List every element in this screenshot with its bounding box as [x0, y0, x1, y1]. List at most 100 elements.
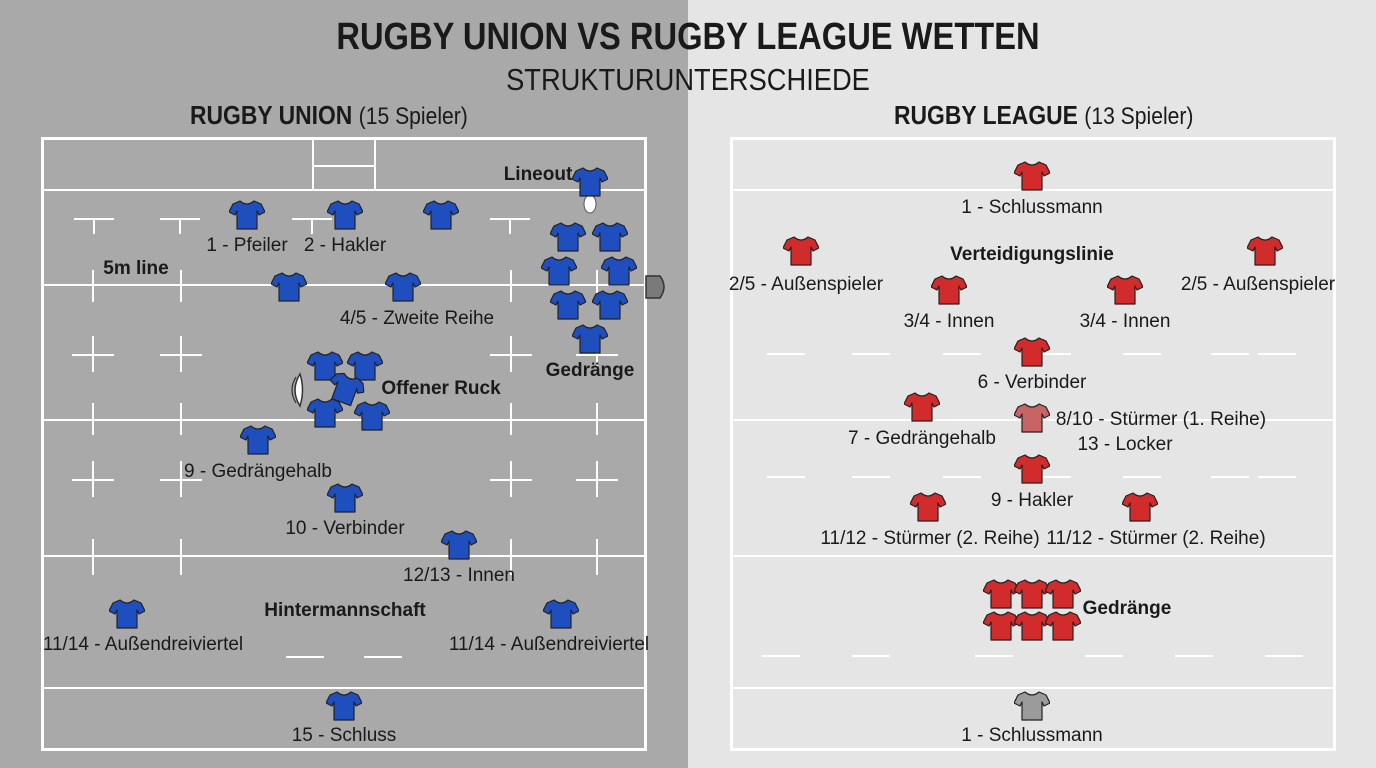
union-label-gedraengehalb: 9 - Gedrängehalb: [184, 461, 332, 482]
union-heading-name: RUGBY UNION: [190, 100, 353, 130]
union-jersey-icon: [423, 199, 459, 231]
league-field-dash: [1033, 476, 1071, 478]
league-heading-name: RUGBY LEAGUE: [894, 100, 1078, 130]
league-label-innen-left: 3/4 - Innen: [903, 311, 995, 332]
union-field-tick: [180, 461, 182, 497]
union-label-schluss: 15 - Schluss: [291, 725, 397, 746]
union-jersey-icon: [109, 598, 145, 630]
union-field-tick: [180, 539, 182, 575]
league-field: [730, 137, 1336, 751]
league-label-stuermer-1: 8/10 - Stürmer (1. Reihe): [1055, 409, 1267, 430]
union-goal-post-right: [374, 138, 376, 190]
league-field-dash: [852, 353, 890, 355]
union-field-dash: [364, 656, 402, 658]
league-label-stuermer-2-left: 11/12 - Stürmer (2. Reihe): [820, 528, 1040, 549]
league-label-schlussmann-top: 1 - Schlussmann: [961, 197, 1103, 218]
union-heading-count: (15 Spieler): [358, 103, 468, 130]
league-label-hakler: 9 - Hakler: [990, 490, 1074, 511]
league-field-dash: [1123, 353, 1161, 355]
union-field-tick: [92, 270, 94, 302]
union-field: [41, 137, 647, 751]
league-field-dash: [1265, 655, 1303, 657]
league-field-dash: [1211, 476, 1249, 478]
league-field-dash: [943, 476, 981, 478]
league-jersey-icon: [983, 610, 1019, 642]
league-jersey-icon: [931, 274, 967, 306]
union-jersey-icon: [229, 199, 265, 231]
union-jersey-icon: [543, 598, 579, 630]
union-label-5m-line: 5m line: [103, 258, 169, 279]
league-field-dash: [767, 353, 805, 355]
union-try-line: [42, 189, 646, 191]
union-jersey-icon: [326, 690, 362, 722]
league-jersey-icon: [910, 491, 946, 523]
union-field-tick: [180, 336, 182, 372]
league-field-dash: [852, 476, 890, 478]
union-jersey-icon: [541, 255, 577, 287]
union-label-aussen-right: 11/14 - Außendreiviertel: [448, 634, 650, 655]
union-label-lineout: Lineout: [503, 164, 573, 185]
league-jersey-icon: [1045, 610, 1081, 642]
union-field-tick: [92, 461, 94, 497]
union-field-tick: [92, 539, 94, 575]
union-field-dash: [286, 656, 324, 658]
league-heading: RUGBY LEAGUE (13 Spieler): [894, 100, 1193, 131]
league-jersey-icon: [1045, 578, 1081, 610]
union-field-tick: [596, 270, 598, 302]
union-field-tick: [596, 461, 598, 497]
league-field-dash: [1258, 476, 1296, 478]
union-label-hakler: 2 - Hakler: [303, 235, 387, 256]
league-dead-ball-line: [731, 687, 1335, 689]
union-field-tick: [179, 218, 181, 234]
union-field-tick: [510, 461, 512, 497]
union-label-zweite-reihe: 4/5 - Zweite Reihe: [339, 308, 495, 329]
union-label-innen: 12/13 - Innen: [403, 565, 515, 586]
union-label-offener-ruck: Offener Ruck: [381, 378, 501, 399]
union-jersey-icon: [441, 529, 477, 561]
union-jersey-icon: [307, 350, 343, 382]
league-field-dash: [975, 655, 1013, 657]
league-jersey-icon: [1122, 491, 1158, 523]
union-heading: RUGBY UNION (15 Spieler): [190, 100, 468, 131]
union-jersey-icon: [327, 199, 363, 231]
union-dead-ball-line: [42, 687, 646, 689]
league-label-schlussmann-bottom: 1 - Schlussmann: [961, 725, 1103, 746]
union-halfway-line: [42, 555, 646, 557]
union-jersey-icon: [592, 289, 628, 321]
union-22m-line: [42, 419, 646, 421]
league-jersey-icon: [904, 391, 940, 423]
union-5m-line: [42, 284, 646, 286]
union-field-tick: [180, 403, 182, 435]
union-field-tick: [311, 218, 313, 234]
league-label-aussen-left: 2/5 - Außenspieler: [728, 274, 884, 295]
union-jersey-icon: [550, 289, 586, 321]
union-field-tick: [596, 336, 598, 372]
league-field-dash: [1085, 655, 1123, 657]
union-jersey-icon: [327, 482, 363, 514]
league-field-dash: [1123, 476, 1161, 478]
league-jersey-icon: [983, 578, 1019, 610]
union-jersey-icon: [572, 166, 608, 198]
ruck-ball-icon: [291, 372, 304, 408]
union-field-tick: [510, 270, 512, 302]
union-jersey-icon: [385, 271, 421, 303]
league-jersey-icon: [1014, 578, 1050, 610]
union-field-tick: [596, 403, 598, 435]
union-label-hintermannschaft: Hintermannschaft: [264, 600, 426, 621]
league-label-gedraengehalb: 7 - Gedrängehalb: [848, 428, 996, 449]
league-label-aussen-right: 2/5 - Außenspieler: [1180, 274, 1336, 295]
league-label-gedraenge: Gedränge: [1082, 598, 1172, 619]
league-jersey-icon: [1014, 610, 1050, 642]
league-field-dash: [1211, 353, 1249, 355]
league-field-dash: [852, 655, 890, 657]
union-label-verbinder: 10 - Verbinder: [285, 518, 405, 539]
union-field-tick: [93, 218, 95, 234]
league-field-dash: [1258, 353, 1296, 355]
league-jersey-icon: [1014, 402, 1050, 434]
league-jersey-icon: [1014, 453, 1050, 485]
scrum-ball-icon: [645, 275, 665, 299]
league-halfway-line: [731, 555, 1335, 557]
league-label-verteidigungslinie: Verteidigungslinie: [950, 244, 1114, 265]
union-field-tick: [510, 539, 512, 575]
union-goal-crossbar: [312, 165, 376, 167]
